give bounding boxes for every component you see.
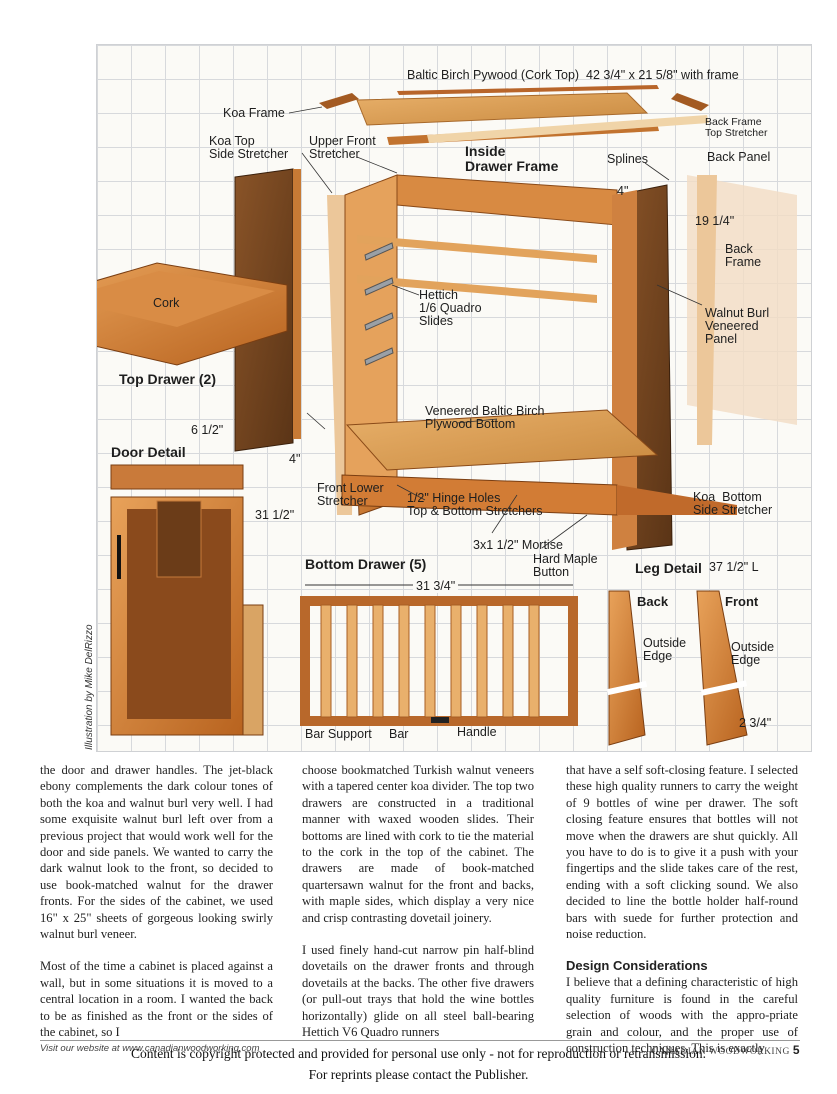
cork-label: Cork [153,296,180,310]
notice-line-1: Content is copyright protected and provi… [130,1046,707,1061]
top-drawer-label: Top Drawer (2) [119,371,216,387]
back-frame-stretcher [427,115,709,143]
dim-19-1-4: 19 1/4" [695,214,735,228]
upper-front-stretcher-label: Upper Front Stretcher [309,134,376,161]
door-detail-label: Door Detail [111,444,186,460]
col2-paragraph-1: choose bookmatched Turkish walnut veneer… [302,763,534,925]
front-label: Front [725,594,759,609]
col3-paragraph-2: I believe that a defining characteristic… [566,975,798,1056]
hettich-slides-label: Hettich 1/6 Quadro Slides [419,288,482,328]
dim-31-3-4: 31 3/4" [413,580,459,593]
outside-edge-front-label: Outside Edge [731,640,775,667]
veneered-bottom-label: Veneered Baltic Birch Plywood Bottom [425,404,545,431]
article-column-2: choose bookmatched Turkish walnut veneer… [302,762,534,1057]
illustration-credit: Illustration by Mike DelRizzo [84,624,95,750]
outside-edge-back-label: Outside Edge [643,636,687,663]
inside-drawer-frame-label: Inside Drawer Frame [465,143,559,174]
mortise-label: 3x1 1/2" Mortise [473,538,563,552]
back-frame-top-stretcher-label: Back Frame Top Stretcher [705,116,768,139]
handle-label: Handle [457,725,497,739]
footer-rule [40,1040,800,1041]
bottom-drawer-label: Bottom Drawer (5) [305,556,427,572]
door-handle [117,535,121,579]
page-number: 5 [792,1043,800,1057]
leg-length-label: 37 1/2" L [709,560,759,574]
front-lower-stretcher-label: Front Lower Stretcher [317,481,384,508]
dim-4-top: 4" [617,184,629,198]
splines-label: Splines [607,152,648,166]
back-post [697,175,717,445]
hettich-slides [364,242,394,366]
cork-top-shape [356,92,649,126]
top-title-label: Baltic Birch Pywood (Cork Top) 42 3/4" x… [407,68,739,82]
koa-bottom-stretcher [617,485,737,515]
koa-frame-left [319,93,359,109]
koa-frame-back [397,85,659,95]
notice-line-2: For reprints please contact the Publishe… [308,1067,529,1082]
bar-support-label: Bar Support [305,727,372,741]
back-frame-label: Back Frame [725,242,762,269]
back-label: Back [637,594,669,609]
koa-top-side-stretcher-label: Koa Top Side Stretcher [209,134,289,161]
door-top-rail [110,464,244,490]
page-footer: Visit our website at www.canadianwoodwor… [40,1043,800,1059]
dim-6-1-2: 6 1/2" [191,423,224,437]
bar-label: Bar [389,727,409,741]
koa-bottom-side-stretcher-label: Koa Bottom Side Stretcher [693,490,773,517]
dim-4-front: 4" [289,452,301,466]
drawer-frame-top [396,174,618,226]
col2-paragraph-2: I used finely hand-cut narrow pin half-b… [302,943,534,1040]
website-link[interactable]: Visit our website at www.canadianwoodwor… [40,1043,260,1054]
section-heading: Design Considerations [566,958,708,974]
hard-maple-button-label: Hard Maple Button [533,552,598,579]
koa-frame-label: Koa Frame [223,106,285,120]
col1-paragraph-1: the door and drawer handles. The jet-bla… [40,763,273,942]
exploded-cabinet-illustration: Baltic Birch Pywood (Cork Top) 42 3/4" x… [96,44,812,752]
col1-paragraph-2: Most of the time a cabinet is placed aga… [40,959,273,1040]
bottom-drawer-handle [431,717,449,723]
inside-frame-rails [357,235,597,263]
dim-2-3-4: 2 3/4" [739,716,772,730]
door-glass-frame [242,604,264,736]
leg-back [608,590,646,746]
cabinet-drawing [97,85,797,746]
bottom-drawer-bars [320,604,540,718]
back-panel-label: Back Panel [707,150,771,164]
veneered-bottom [345,409,659,471]
koa-frame-right [671,93,709,111]
walnut-burl-label: Walnut Burl Veneered Panel [705,306,770,346]
dim-31-1-2: 31 1/2" [255,508,295,522]
article-column-3: that have a self soft-closing feature. I… [566,762,798,1073]
leg-detail-label: Leg Detail [635,560,702,576]
copyright-notice: Content is copyright protected and provi… [0,1043,837,1085]
right-post [612,190,637,550]
hinge-holes-label: 1/2" Hinge Holes Top & Bottom Stretchers [407,491,543,518]
article-column-1: the door and drawer handles. The jet-bla… [40,762,273,1057]
col3-paragraph-1: that have a self soft-closing feature. I… [566,763,798,942]
magazine-name: CANADIAN WOODWORKING [651,1047,790,1057]
